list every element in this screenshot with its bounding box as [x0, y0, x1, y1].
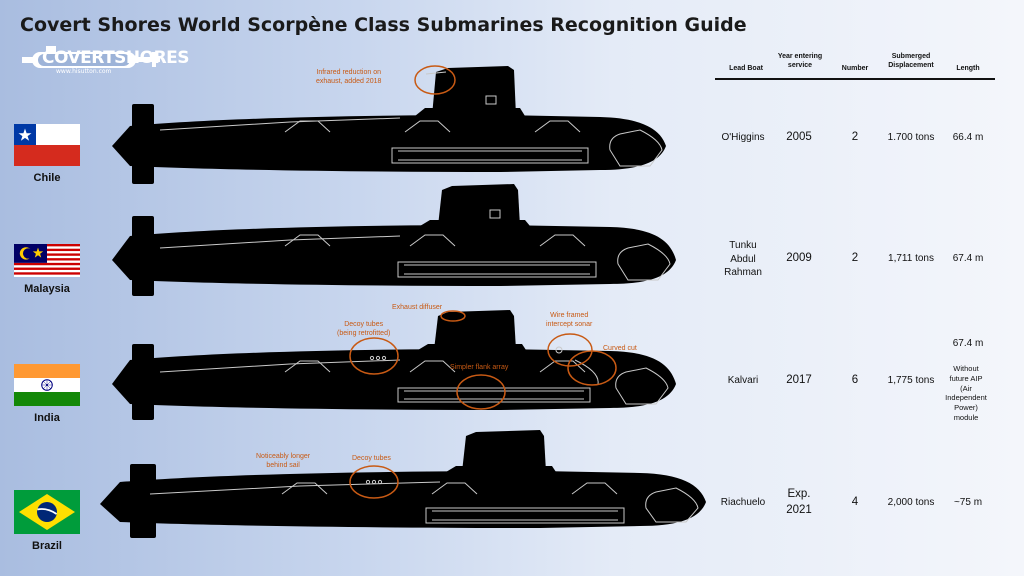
length-cell: 67.4 m: [952, 253, 984, 264]
india-submarine: [112, 310, 676, 420]
lead-boat-cell: Kalvari: [727, 375, 759, 386]
india-flag: [14, 364, 80, 406]
submarine-silhouettes: [100, 65, 706, 538]
year-cell: 2017: [786, 374, 812, 386]
country-label: Malaysia: [24, 283, 70, 295]
lead-boat-cell: Riachuelo: [720, 497, 766, 508]
length-cell: ~75 m: [953, 497, 983, 508]
annotation-flank-array: Simpler flank array: [450, 364, 509, 371]
annotation-decoy-tubes: Decoy tubes: [352, 455, 391, 462]
annotation-curved-cut: Curved cut: [603, 345, 637, 352]
year-cell: 2005: [786, 131, 812, 143]
header-lead-boat: Lead Boat: [729, 65, 763, 72]
header-divider: [715, 78, 995, 80]
country-label: Chile: [33, 172, 61, 184]
chile-submarine: [112, 66, 666, 184]
intercept-sonar-highlight: [547, 333, 593, 367]
number-cell: 6: [851, 374, 859, 386]
number-cell: 2: [851, 131, 859, 143]
displacement-cell: 1.700 tons: [887, 132, 935, 143]
country-label: India: [34, 412, 60, 424]
ir-exhaust-highlight: [414, 65, 456, 95]
header-length: Length: [956, 65, 980, 72]
lead-boat-cell: Tunku Abdul Rahman: [724, 240, 762, 278]
year-cell: 2009: [786, 252, 812, 264]
logo-text: COVERTSHORES: [42, 48, 190, 68]
malaysia-flag: [14, 244, 80, 277]
page-title: Covert Shores World Scorpène Class Subma…: [20, 14, 747, 36]
number-cell: 2: [851, 252, 859, 264]
displacement-cell: 2,000 tons: [887, 497, 935, 508]
malaysia-submarine: [112, 184, 676, 296]
submarine-logo-icon: [22, 46, 160, 68]
decoy-tubes-highlight: [349, 337, 399, 375]
length-note: Without future AIP (Air Independent Powe…: [945, 364, 987, 422]
brazil-submarine: [100, 430, 706, 538]
flank-array-highlight: [456, 374, 506, 410]
country-label: Brazil: [32, 540, 62, 552]
curved-cut-highlight: [567, 350, 617, 386]
number-cell: 4: [851, 496, 859, 508]
header-number: Number: [841, 65, 869, 72]
length-cell: 66.4 m: [952, 132, 984, 143]
annotation-exhaust-diffuser: Exhaust diffuser: [392, 304, 443, 311]
displacement-cell: 1,775 tons: [887, 375, 935, 386]
brazil-decoy-tubes-highlight: [349, 465, 399, 499]
brazil-flag: [14, 490, 80, 534]
lead-boat-cell: O'Higgins: [721, 132, 765, 143]
displacement-cell: 1,711 tons: [888, 253, 934, 264]
annotation-decoy-tubes-retrofit: Decoy tubes(being retrofitted): [337, 321, 391, 338]
logo-subtext: www.hisutton.com: [56, 68, 112, 75]
length-cell: 67.4 m: [952, 338, 984, 349]
chile-flag: [14, 124, 80, 166]
exhaust-diffuser-highlight: [440, 310, 466, 322]
covert-shores-logo: COVERTSHORES www.hisutton.com: [16, 44, 190, 78]
year-cell: Exp.2021: [786, 488, 812, 516]
